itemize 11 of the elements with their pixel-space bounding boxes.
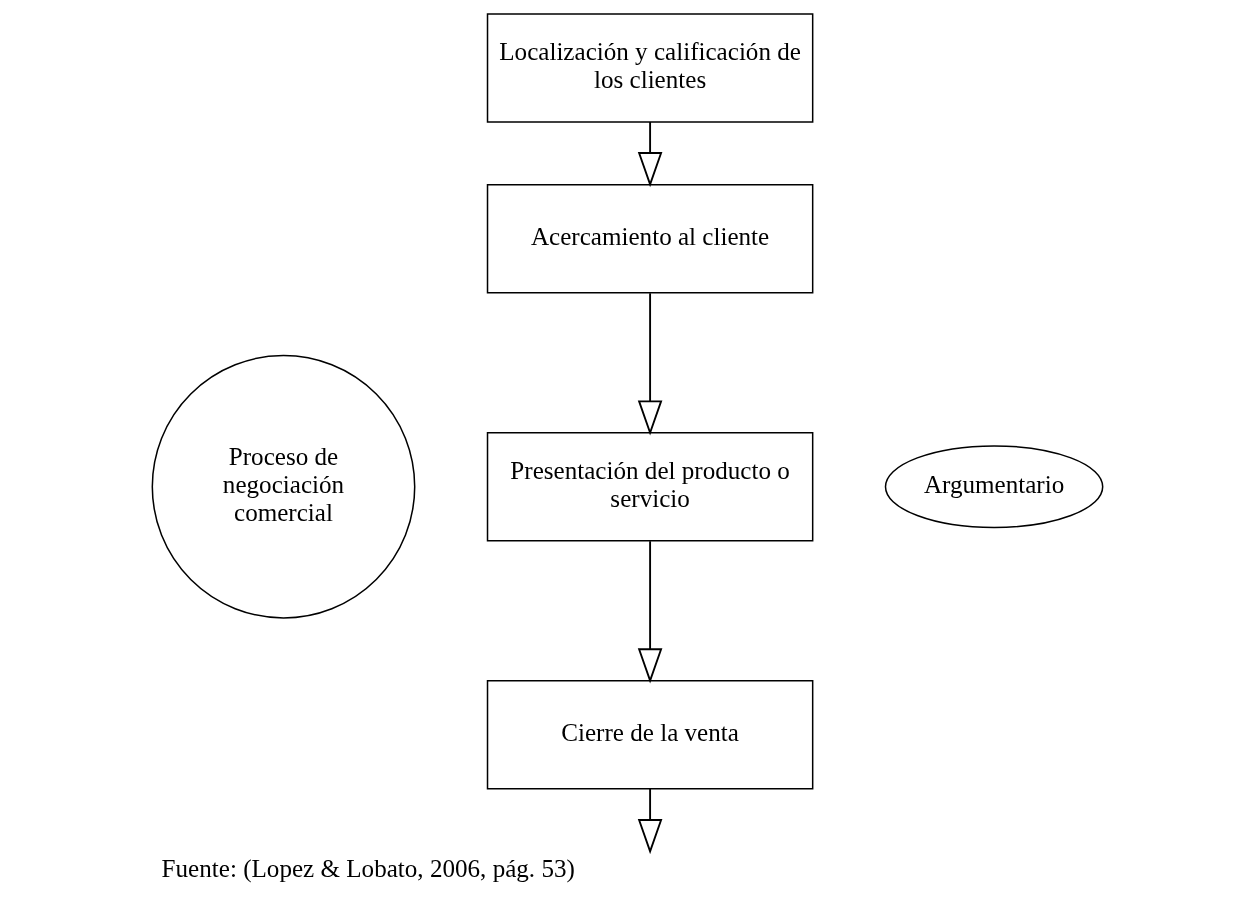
node-box: Cierre de la venta bbox=[486, 679, 813, 789]
node-box: Acercamiento al cliente bbox=[486, 183, 813, 293]
arrow bbox=[637, 291, 662, 436]
node-box: Presentación del producto o servicio bbox=[486, 431, 813, 541]
node-ellipse: Argumentario bbox=[884, 444, 1103, 528]
caption: Fuente: (Lopez & Lobato, 2006, pág. 53) bbox=[161, 854, 575, 882]
arrow bbox=[637, 539, 662, 683]
node-box: Localización y calificación de los clientes bbox=[486, 12, 813, 123]
arrow bbox=[637, 787, 662, 854]
node-circle: Proceso de negociación comercial bbox=[151, 354, 415, 619]
arrow bbox=[637, 120, 662, 187]
